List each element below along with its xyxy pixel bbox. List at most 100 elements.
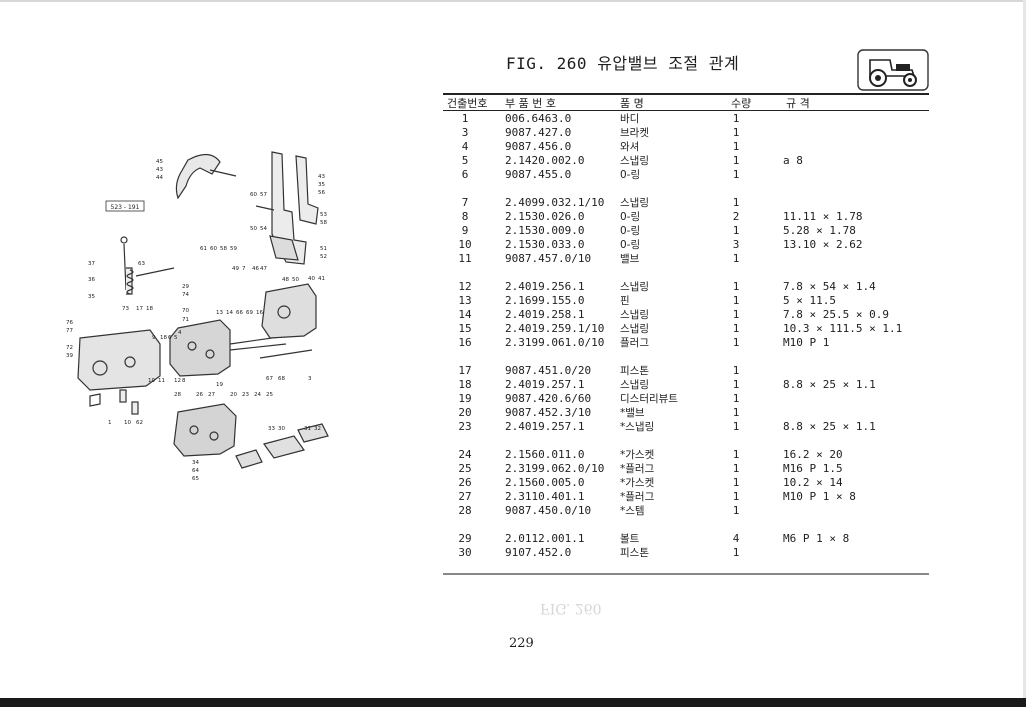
row-name: 스냅링 <box>620 281 649 293</box>
row-spec: 7.8 × 25.5 × 0.9 <box>783 308 889 322</box>
callout-label: 53 <box>320 212 327 218</box>
row-no: 10 <box>458 238 472 252</box>
figure-title: FIG. 260 유압밸브 조절 관계 <box>506 54 740 73</box>
callout-label: 65 <box>192 476 199 482</box>
row-part-no: 2.4019.259.1/10 <box>505 322 605 336</box>
row-no: 13 <box>458 294 472 308</box>
row-name: 플러그 <box>620 337 649 350</box>
row-spec: M6 P 1 × 8 <box>783 532 850 545</box>
callout-label: 10 <box>124 420 131 426</box>
callout-label: 56 <box>318 190 325 196</box>
callout-label: 17 <box>136 306 143 312</box>
callout-label: 40 <box>308 276 315 282</box>
header-no: 건출번호 <box>447 97 488 110</box>
callout-label: 50 <box>250 226 257 232</box>
row-qty: 1 <box>732 308 740 322</box>
row-qty: 4 <box>732 532 740 545</box>
row-name: 브라켓 <box>620 127 649 140</box>
row-no: 6 <box>461 168 469 182</box>
row-name: 밸브 <box>620 253 640 266</box>
row-part-no: 2.0112.001.1 <box>505 532 585 545</box>
bottom-edge <box>0 698 1026 707</box>
row-part-no: 9087.452.3/10 <box>505 406 592 420</box>
row-qty: 1 <box>732 364 740 377</box>
row-part-no: 2.1530.026.0 <box>505 210 585 224</box>
row-qty: 1 <box>732 406 740 420</box>
row-name: 피스톤 <box>620 365 649 377</box>
row-qty: 1 <box>732 196 740 209</box>
callout-label: 49 <box>232 266 239 272</box>
callout-label: 10 <box>148 378 155 384</box>
row-name: 볼트 <box>620 533 640 545</box>
row-qty: 1 <box>732 154 740 168</box>
row-no: 17 <box>458 364 472 377</box>
callout-label: 74 <box>182 292 189 298</box>
callout-label: 7 <box>242 266 246 272</box>
right-edge <box>1023 0 1026 700</box>
table-top-rule <box>443 93 929 95</box>
row-no: 7 <box>461 196 469 209</box>
callout-label: 12 <box>174 378 181 384</box>
row-qty: 1 <box>732 336 740 350</box>
row-part-no: 2.4019.258.1 <box>505 308 585 322</box>
callout-label: 48 <box>282 277 289 283</box>
row-qty: 1 <box>732 546 740 560</box>
callout-label: 20 <box>230 392 237 398</box>
row-part-no: 9087.456.0 <box>505 140 572 154</box>
callout-label: 50 <box>292 277 299 283</box>
row-part-no: 9087.427.0 <box>505 126 572 140</box>
callout-label: 57 <box>260 192 267 198</box>
callout-label: 37 <box>88 261 95 267</box>
row-no: 19 <box>458 392 472 406</box>
row-no: 15 <box>458 322 472 336</box>
callout-label: 28 <box>174 392 181 398</box>
row-qty: 1 <box>732 280 740 293</box>
callout-label: 35 <box>88 294 95 300</box>
callout-label: 63 <box>138 261 145 267</box>
row-part-no: 2.1560.011.0 <box>505 448 585 461</box>
row-no: 9 <box>461 224 469 238</box>
callout-label: 24 <box>254 392 261 398</box>
row-no: 16 <box>458 336 472 350</box>
callout-label: 60 <box>210 246 217 252</box>
row-qty: 2 <box>732 210 740 224</box>
row-no: 5 <box>461 154 469 168</box>
callout-label: 52 <box>320 254 327 260</box>
row-part-no: 2.1420.002.0 <box>505 154 585 168</box>
callout-label: 26 <box>196 392 203 398</box>
callout-label: 71 <box>182 317 189 323</box>
row-name: *플러그 <box>620 463 655 476</box>
callout-label: 16 <box>256 310 263 316</box>
callout-label: 18 <box>146 306 153 312</box>
row-qty: 1 <box>732 140 740 154</box>
row-spec: 10.2 × 14 <box>783 476 843 490</box>
row-spec: 16.2 × 20 <box>783 448 843 461</box>
row-qty: 1 <box>732 294 740 308</box>
row-no: 23 <box>458 420 472 434</box>
row-qty: 3 <box>732 238 740 252</box>
callout-label: 69 <box>246 310 253 316</box>
row-part-no: 2.1699.155.0 <box>505 294 585 308</box>
callout-label: 39 <box>66 353 73 359</box>
header-name: 품 명 <box>620 97 644 110</box>
row-name: 0-링 <box>620 169 641 182</box>
callout-label: 6 <box>168 335 172 341</box>
callout-label: 66 <box>236 310 243 316</box>
row-no: 18 <box>458 378 472 392</box>
row-name: 디스터리뷰트 <box>620 393 678 406</box>
